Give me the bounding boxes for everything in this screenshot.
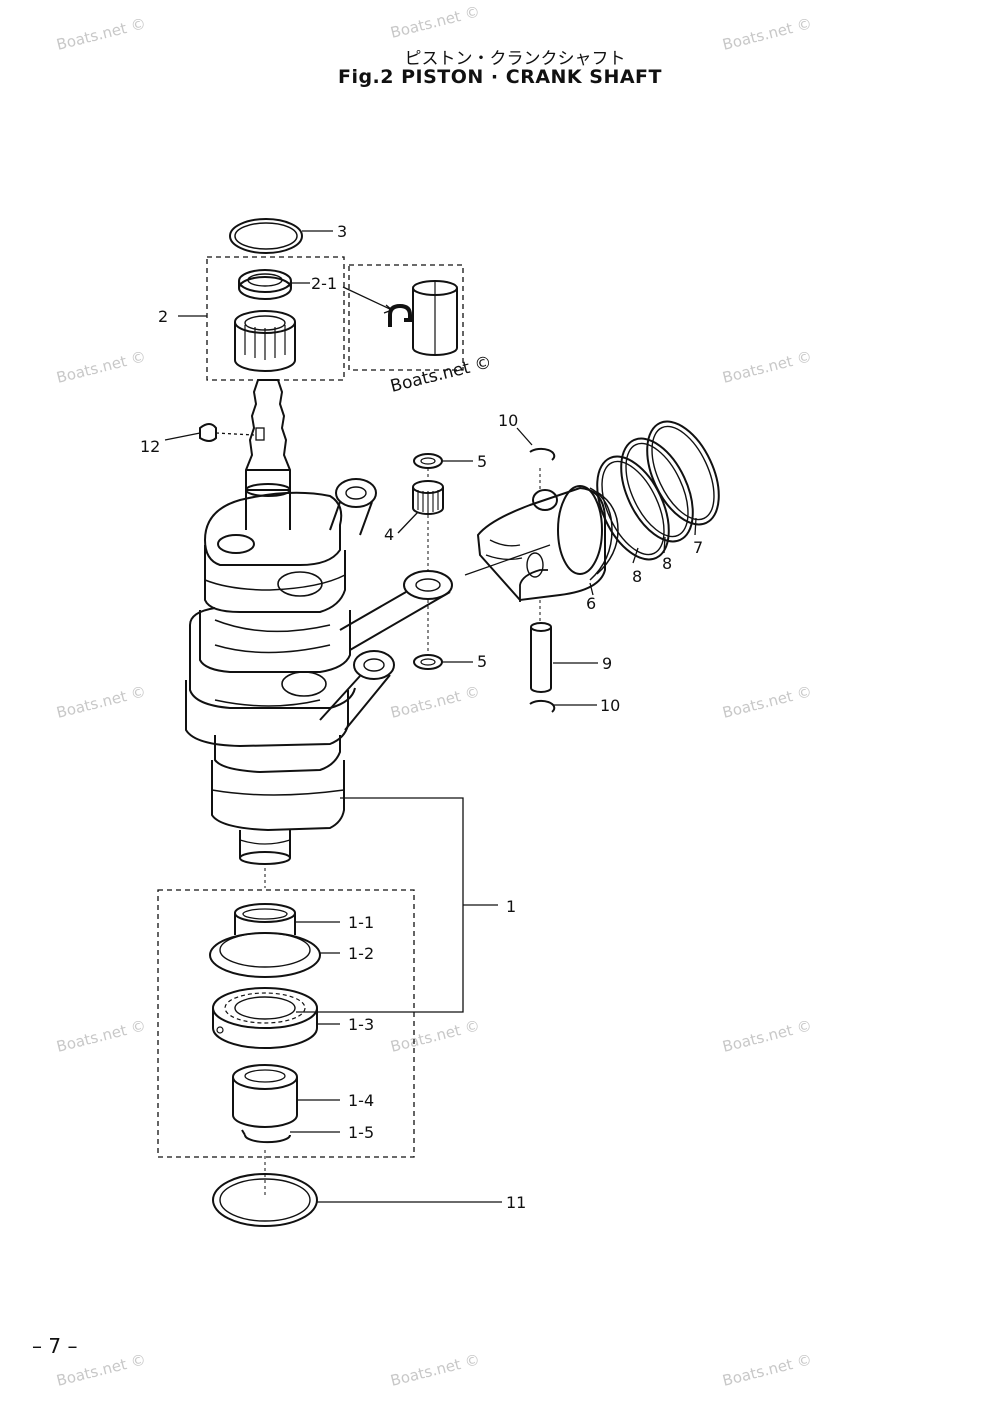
callout-1-5: 1-5 (348, 1123, 374, 1142)
callout-labels: 3 2-1 2 12 10 5 4 7 8 8 6 5 9 10 1 1-1 1… (140, 222, 703, 1212)
watermark: Boats.net © (55, 347, 148, 387)
callout-1: 1 (506, 897, 516, 916)
connecting-rod-front (339, 570, 453, 651)
callout-2-1: 2-1 (311, 274, 337, 293)
watermark: Boats.net © (389, 682, 482, 722)
part-12-woodruff-key (199, 423, 217, 442)
part-1-3-ball-bearing (212, 987, 318, 1049)
part-9-piston-pin (530, 622, 552, 693)
callout-5-lower: 5 (477, 652, 487, 671)
callout-10-upper: 10 (498, 411, 518, 430)
part-4-small-bearing (412, 480, 444, 515)
callout-9: 9 (602, 654, 612, 673)
detail-box (348, 264, 464, 371)
part-7-8-piston-rings (596, 420, 720, 561)
watermark: Boats.net © (389, 1016, 482, 1056)
callout-5-upper: 5 (477, 452, 487, 471)
leader-lines (164, 230, 697, 1203)
part-10-circlip-upper (529, 447, 556, 461)
part-5-washer-upper (413, 453, 443, 469)
callout-7: 7 (693, 538, 703, 557)
callout-12: 12 (140, 437, 160, 456)
crankshaft (185, 379, 356, 865)
part-11-oring (212, 1173, 318, 1227)
callout-11: 11 (506, 1193, 526, 1212)
callout-2: 2 (158, 307, 168, 326)
callout-10-lower: 10 (600, 696, 620, 715)
callout-1-2: 1-2 (348, 944, 374, 963)
title-japanese: ピストン・クランクシャフト (404, 49, 626, 69)
part-1-kit-box (157, 889, 415, 1158)
callout-1-3: 1-3 (348, 1015, 374, 1034)
part-5-washer-lower (413, 654, 443, 670)
figure-title: Fig.2 PISTON · CRANK SHAFT (337, 66, 663, 88)
callout-4: 4 (384, 525, 394, 544)
part-1-2-thrust-plate (209, 932, 321, 978)
part-2-1-ring (238, 269, 292, 300)
part-6-piston (476, 485, 619, 602)
callout-8-right: 8 (662, 554, 672, 573)
watermark: Boats.net © (389, 1350, 482, 1390)
watermark: Boats.net © (721, 1016, 814, 1056)
watermark: Boats.net © (55, 14, 148, 54)
watermark: Boats.net © (721, 682, 814, 722)
callout-3: 3 (337, 222, 347, 241)
detail-sleeve (388, 280, 458, 356)
part-1-1-sleeve (234, 903, 296, 935)
part-1-4-roller-bearing (232, 1064, 298, 1128)
watermark: Boats.net © (389, 2, 482, 42)
callout-1-4: 1-4 (348, 1091, 374, 1110)
watermark: Boats.net © (55, 1016, 148, 1056)
part-3-oring (229, 218, 303, 254)
watermark: Boats.net © (721, 1350, 814, 1390)
part-2-needle-bearing (234, 310, 296, 372)
connecting-rod-lower (319, 650, 395, 731)
connecting-rod-upper (329, 478, 377, 536)
callout-8-left: 8 (632, 567, 642, 586)
page-number: – 7 – (32, 1334, 78, 1358)
watermark: Boats.net © (55, 682, 148, 722)
callout-6: 6 (586, 594, 596, 613)
watermark: Boats.net © (388, 352, 493, 396)
watermark: Boats.net © (721, 14, 814, 54)
watermark: Boats.net © (721, 347, 814, 387)
callout-1-1: 1-1 (348, 913, 374, 932)
part-1-5-snap-ring (241, 1129, 291, 1144)
watermark-layer: Boats.net © Boats.net © Boats.net © Boat… (55, 2, 814, 1390)
part-10-circlip-lower (529, 699, 556, 713)
